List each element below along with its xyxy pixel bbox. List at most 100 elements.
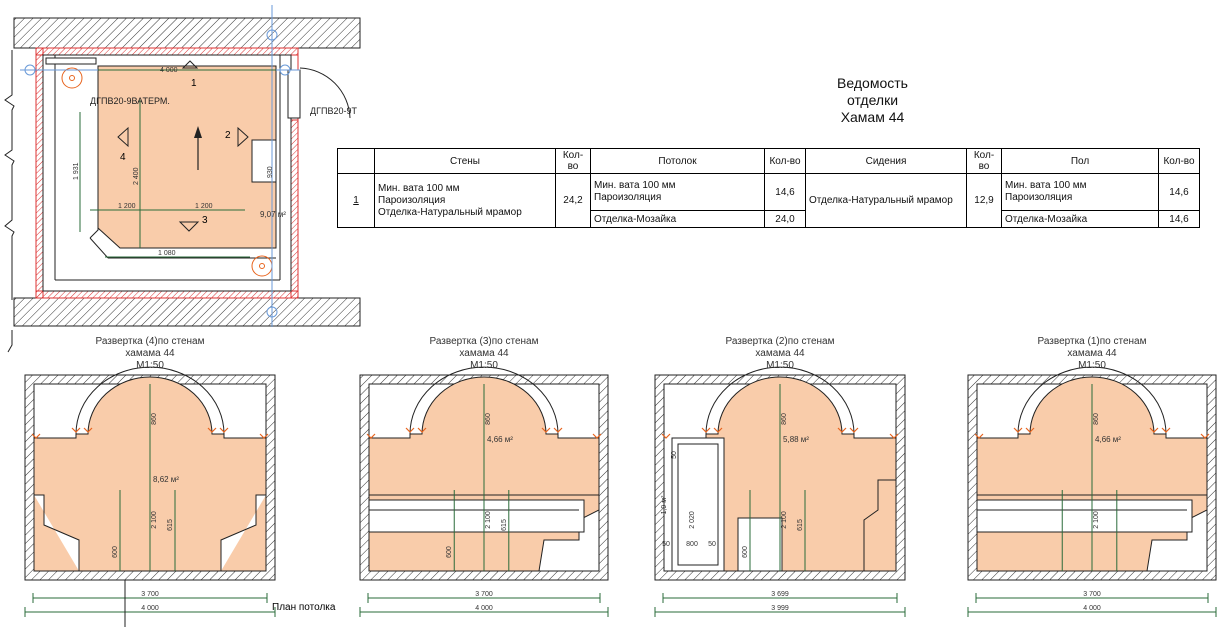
door-label-right: ДГПВ20-9Т <box>310 106 357 116</box>
dim-1931: 1 931 <box>73 162 80 180</box>
header-walls: Стены <box>374 148 556 174</box>
header-seats: Сидения <box>805 148 967 174</box>
title-line-3: Хамам 44 <box>840 109 905 125</box>
floor-qty-1: 14,6 <box>1158 173 1200 211</box>
dim-1200b: 1 200 <box>195 203 213 210</box>
width-outer: 3 999 <box>771 605 789 612</box>
dim-615: 615 <box>167 519 174 531</box>
header-floor: Пол <box>1001 148 1159 174</box>
elevation-title: Развертка (2)по стенам <box>726 336 835 347</box>
dim-800: 800 <box>686 541 698 548</box>
dim-2020: 2 020 <box>689 511 696 529</box>
walls-qty: 24,2 <box>555 173 591 228</box>
wall-top <box>13 17 361 49</box>
width-inner: 3 700 <box>1083 591 1101 598</box>
width-inner: 3 700 <box>475 591 493 598</box>
header-qty: Кол-во <box>764 148 806 174</box>
ceiling-plan-label: План потолка <box>272 602 336 613</box>
elevation-title: Развертка (4)по стенам <box>96 336 205 347</box>
elevation-4 <box>967 366 1217 617</box>
dim-2100: 2 100 <box>151 511 158 529</box>
floor-cell: Мин. вата 100 мм Пароизоляция <box>1001 173 1159 211</box>
elevation-title: Развертка (1)по стенам <box>1038 336 1147 347</box>
ceiling-cell: Мин. вата 100 мм Пароизоляция <box>590 173 765 211</box>
view-marker-1 <box>181 60 199 69</box>
elevation-subtitle: хамама 44 <box>1067 348 1117 359</box>
header-ceiling: Потолок <box>590 148 765 174</box>
elevation-scale: М1:50 <box>136 360 164 371</box>
dim-1080: 1 080 <box>158 250 176 257</box>
dim-2100: 2 100 <box>1093 511 1100 529</box>
dim-600: 600 <box>112 546 119 558</box>
width-outer: 4 000 <box>1083 605 1101 612</box>
walls-line: Отделка-Натуральный мрамор <box>378 206 522 218</box>
dim-615: 615 <box>501 519 508 531</box>
dim-860: 860 <box>781 413 788 425</box>
elevation-subtitle: хамама 44 <box>125 348 175 359</box>
dim-860: 860 <box>1093 413 1100 425</box>
elevation-subtitle: хамама 44 <box>459 348 509 359</box>
ceiling-line: Мин. вата 100 мм <box>594 180 676 191</box>
dim-top: 4 000 <box>160 67 178 74</box>
dim-2100: 2 100 <box>781 511 788 529</box>
floor-plan: 4 000 1 931 2 400 1 200 1 200 1 080 930 … <box>4 5 361 353</box>
header-qty: Кол-во <box>555 148 591 174</box>
view-marker-3 <box>178 221 200 232</box>
ceiling-qty-2: 24,0 <box>764 210 806 228</box>
width-outer: 4 000 <box>141 605 159 612</box>
dim-2100: 2 100 <box>485 511 492 529</box>
elevation-1 <box>24 366 276 617</box>
header-empty <box>337 148 375 174</box>
elevation-subtitle: хамама 44 <box>755 348 805 359</box>
title-line-1: Ведомость <box>837 75 908 91</box>
finish-schedule-table: Стены Кол-во Потолок Кол-во Сидения Кол-… <box>337 148 1200 228</box>
dim-600: 600 <box>446 546 453 558</box>
elevations: 860 2 100 615 600 8,62 м² 3 700 4 000 Развертка… <box>24 336 1217 627</box>
area-label: 4,66 м² <box>1095 435 1121 444</box>
width-outer: 4 000 <box>475 605 493 612</box>
door-opening <box>671 437 725 572</box>
title-line-2: отделки <box>846 92 899 108</box>
marker-1-label: 1 <box>191 78 197 89</box>
elevation-scale: М1:50 <box>766 360 794 371</box>
floor-finish: Отделка-Мозайка <box>1001 210 1159 228</box>
view-marker-4 <box>117 126 129 148</box>
marker-4-label: 4 <box>120 152 126 163</box>
area-label: 4,66 м² <box>487 435 513 444</box>
ceiling-line: Пароизоляция <box>594 192 662 203</box>
ceiling-qty-1: 14,6 <box>764 173 806 211</box>
vent-icon <box>61 67 83 89</box>
area-label: 8,62 м² <box>153 475 179 484</box>
marker-2-label: 2 <box>225 130 231 141</box>
area-label: 5,88 м² <box>783 435 809 444</box>
marker-3-label: 3 <box>202 215 208 226</box>
dim-930: 930 <box>267 166 274 178</box>
walls-line: Пароизоляция <box>378 194 446 206</box>
elevation-scale: М1:50 <box>1078 360 1106 371</box>
wall-bottom <box>13 297 361 327</box>
arrow-up-icon <box>194 126 202 138</box>
ceiling-finish: Отделка-Мозайка <box>590 210 765 228</box>
dim-615: 615 <box>797 519 804 531</box>
dim-50b: 50 <box>708 541 716 548</box>
door-area: 1,9 м² <box>661 495 668 514</box>
schedule-title: Ведомость отделки Хамам 44 <box>800 75 945 126</box>
row-number: 1 <box>337 173 375 228</box>
floor-line: Пароизоляция <box>1005 192 1073 203</box>
dim-50c: 50 <box>662 541 670 548</box>
walls-line: Мин. вата 100 мм <box>378 182 460 194</box>
dim-2400: 2 400 <box>133 167 140 185</box>
door-label-left: ДГПВ20-9ВАТЕРМ. <box>90 96 170 106</box>
width-inner: 3 700 <box>141 591 159 598</box>
dim-860: 860 <box>485 413 492 425</box>
floor-line: Мин. вата 100 мм <box>1005 180 1087 191</box>
elevation-title: Развертка (3)по стенам <box>430 336 539 347</box>
header-qty: Кол-во <box>1158 148 1200 174</box>
seats-cell: Отделка-Натуральный мрамор <box>805 173 967 228</box>
vent-icon <box>251 255 273 277</box>
walls-cell: Мин. вата 100 мм Пароизоляция Отделка-На… <box>374 173 556 228</box>
floor-qty-2: 14,6 <box>1158 210 1200 228</box>
header-qty: Кол-во <box>966 148 1002 174</box>
dim-1200a: 1 200 <box>118 203 136 210</box>
plan-area: 9,07 м² <box>260 210 286 219</box>
